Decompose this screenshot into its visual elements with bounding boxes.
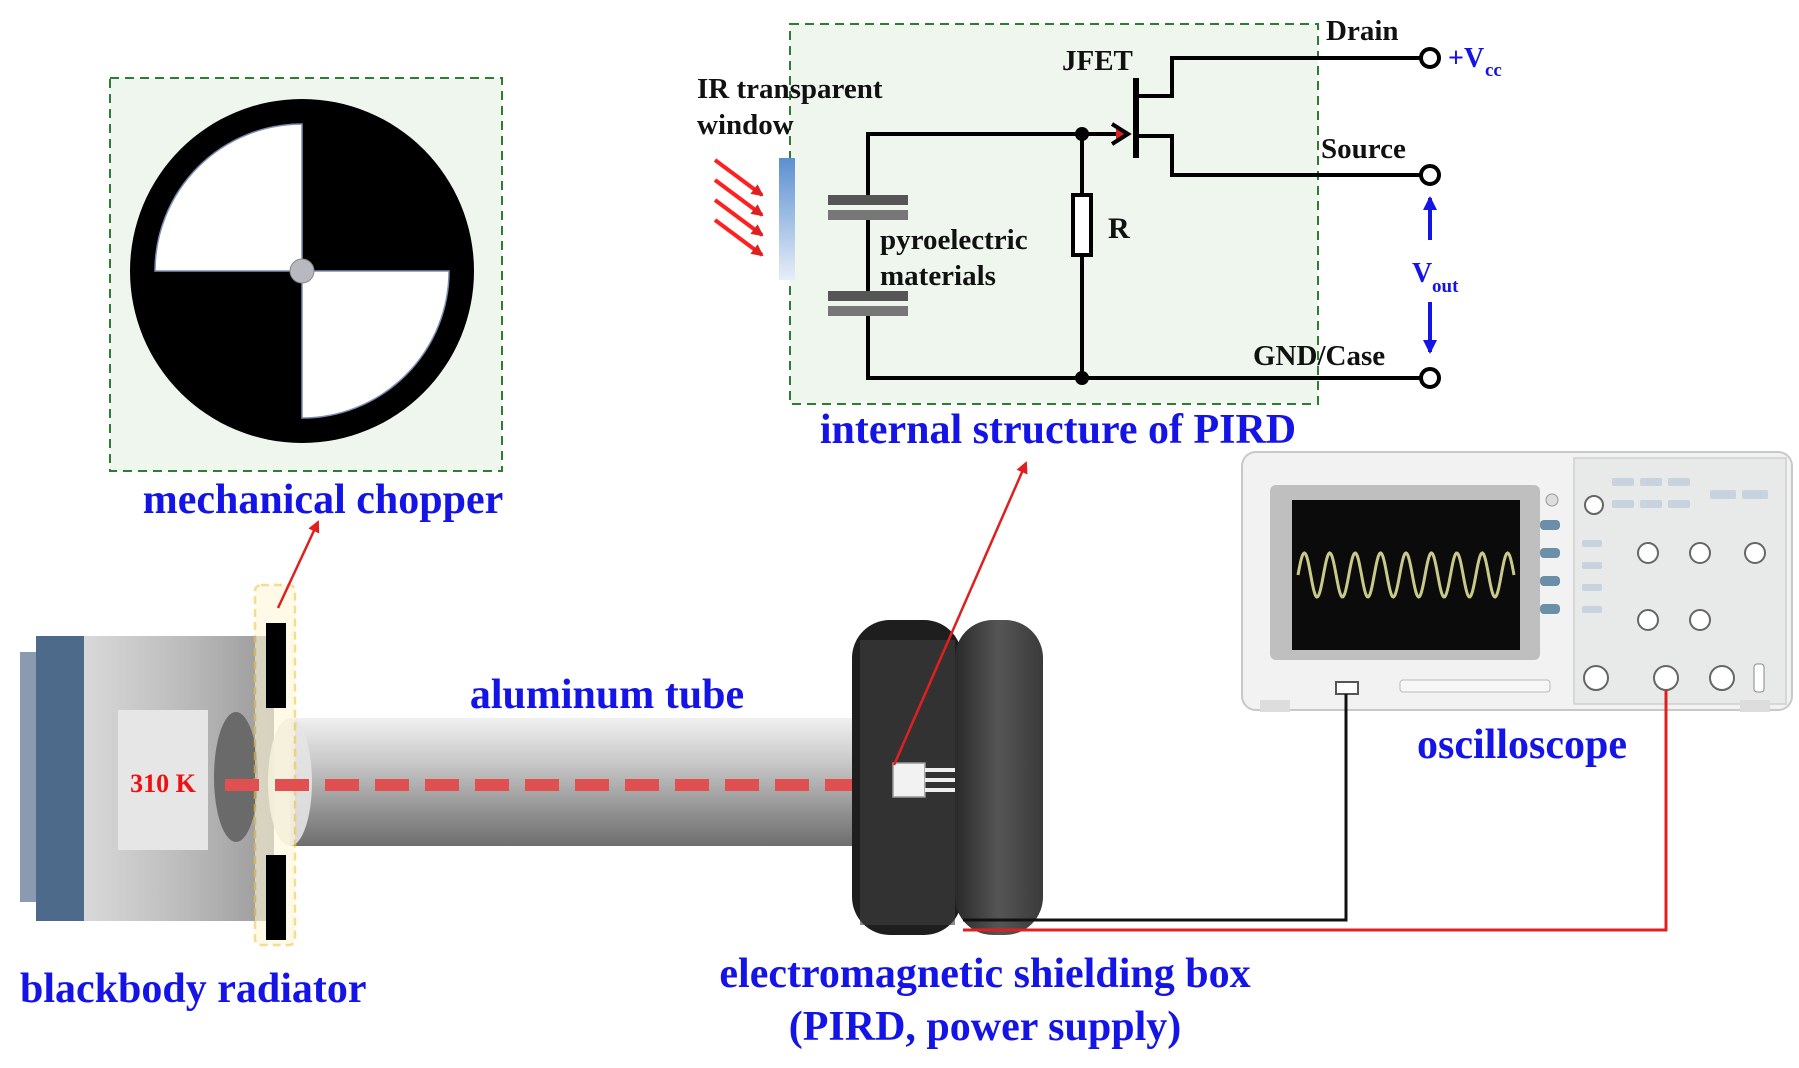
scope-panel-buttons bbox=[1582, 478, 1768, 613]
cable-signal bbox=[963, 690, 1668, 932]
scope-knobs bbox=[1583, 495, 1766, 693]
terminal-drain bbox=[1419, 47, 1441, 69]
resistor bbox=[1071, 193, 1093, 257]
scope-foot-right bbox=[1740, 700, 1770, 712]
label-temperature: 310 K bbox=[130, 769, 197, 798]
label-drain: Drain bbox=[1326, 15, 1399, 47]
circuit-wires bbox=[866, 56, 1430, 380]
scope-screen bbox=[1292, 500, 1520, 650]
terminal-gnd bbox=[1419, 367, 1441, 389]
blackbody-radiator: 310 K blackbody radiator bbox=[20, 636, 367, 1012]
label-vout-sub: out bbox=[1432, 276, 1459, 297]
label-source: Source bbox=[1321, 133, 1406, 165]
label-pyro-1: pyroelectric bbox=[880, 224, 1028, 256]
blackbody-aperture bbox=[214, 712, 258, 842]
shield-box-side bbox=[955, 620, 1043, 935]
label-pyro-2: materials bbox=[880, 260, 996, 292]
label-ir-window-2: window bbox=[697, 109, 794, 141]
label-jfet: JFET bbox=[1062, 45, 1133, 77]
label-mechanical-chopper: mechanical chopper bbox=[143, 477, 503, 523]
blackbody-panel bbox=[118, 710, 208, 850]
chopper-blade-bottom bbox=[266, 855, 286, 940]
label-shielding-box-2: (PIRD, power supply) bbox=[789, 1004, 1181, 1050]
chopper-inset: mechanical chopper bbox=[109, 77, 503, 523]
jfet-symbol bbox=[1082, 78, 1146, 158]
scope-foot-left bbox=[1260, 700, 1290, 712]
aluminum-tube: aluminum tube bbox=[268, 672, 910, 846]
pird-sensor bbox=[892, 762, 926, 798]
scope-trace bbox=[1296, 551, 1516, 599]
cable-ground bbox=[963, 694, 1348, 922]
vout-indicator: V out bbox=[1412, 196, 1459, 354]
label-blackbody-radiator: blackbody radiator bbox=[20, 966, 367, 1012]
label-vcc-sub: cc bbox=[1485, 60, 1502, 81]
label-internal-structure: internal structure of PIRD bbox=[820, 407, 1296, 453]
label-shielding-box-1: electromagnetic shielding box bbox=[719, 951, 1250, 997]
label-ir-window-1: IR transparent bbox=[697, 73, 883, 105]
ir-rays bbox=[713, 158, 764, 257]
terminal-source bbox=[1419, 164, 1441, 186]
pointer-to-chopper bbox=[276, 520, 320, 609]
scope-slot bbox=[1399, 679, 1551, 693]
scope-ground-port bbox=[1335, 681, 1359, 695]
label-aluminum-tube: aluminum tube bbox=[470, 672, 744, 718]
shielding-box: electromagnetic shielding box (PIRD, pow… bbox=[719, 620, 1251, 1050]
scope-side-buttons bbox=[1540, 493, 1560, 614]
pird-structure-inset: IR transparent window pyroelectric mater… bbox=[697, 15, 1502, 453]
ir-window bbox=[779, 158, 795, 280]
blackbody-back-plate bbox=[36, 636, 84, 921]
label-vout: V bbox=[1412, 258, 1432, 289]
capacitor bbox=[828, 195, 908, 316]
chopper-disk bbox=[130, 99, 474, 443]
chopper-side-view bbox=[253, 583, 297, 947]
chopper-blade-top bbox=[266, 623, 286, 708]
label-gnd: GND/Case bbox=[1253, 340, 1385, 372]
label-oscilloscope: oscilloscope bbox=[1417, 722, 1627, 768]
vcc-label: +V cc bbox=[1448, 43, 1502, 81]
oscilloscope: oscilloscope bbox=[1241, 451, 1793, 768]
pointer-to-pird bbox=[892, 461, 1028, 766]
label-resistor: R bbox=[1108, 212, 1130, 245]
junction-bottom bbox=[1075, 371, 1089, 385]
label-vcc: +V bbox=[1448, 43, 1484, 74]
